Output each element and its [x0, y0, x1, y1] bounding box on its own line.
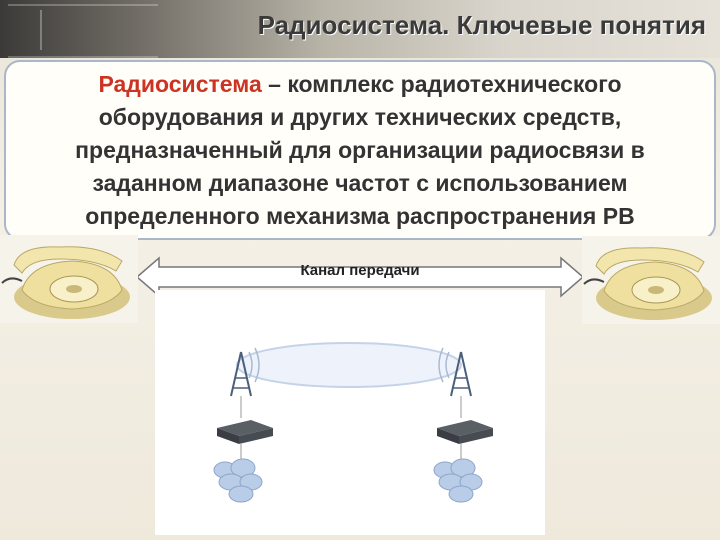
radio-wave-icon — [236, 342, 462, 388]
telephone-icon — [0, 235, 138, 323]
router-icon — [437, 420, 493, 460]
definition-line-1: Радиосистема – комплекс радиотехническог… — [6, 68, 714, 101]
header-decoration — [8, 4, 158, 58]
definition-line-2: оборудования и других технических средст… — [98, 104, 622, 130]
definition-line-3: предназначенный для организации радиосвя… — [75, 137, 645, 163]
cloud-network-icon — [213, 458, 263, 503]
telephone-icon — [582, 236, 720, 324]
antenna-tower-icon — [230, 351, 252, 418]
definition-line-1-text: – комплекс радиотехнического — [261, 71, 622, 97]
channel-label: Канал передачи — [300, 262, 420, 279]
definition-line-4: заданном диапазоне частот с использовани… — [92, 170, 628, 196]
slide-title: Радиосистема. Ключевые понятия — [257, 10, 706, 40]
router-icon — [217, 420, 273, 460]
antenna-tower-icon — [450, 351, 472, 418]
radio-link-diagram — [155, 290, 545, 535]
cloud-network-icon — [433, 458, 483, 503]
definition-line-5: определенного механизма распространения … — [85, 203, 635, 229]
definition-term: Радиосистема — [98, 71, 262, 97]
header-decoration-line — [40, 10, 42, 50]
definition-text: Радиосистема – комплекс радиотехническог… — [6, 68, 714, 233]
header-bar: Радиосистема. Ключевые понятия — [0, 0, 720, 58]
definition-box: Радиосистема – комплекс радиотехническог… — [4, 60, 716, 240]
